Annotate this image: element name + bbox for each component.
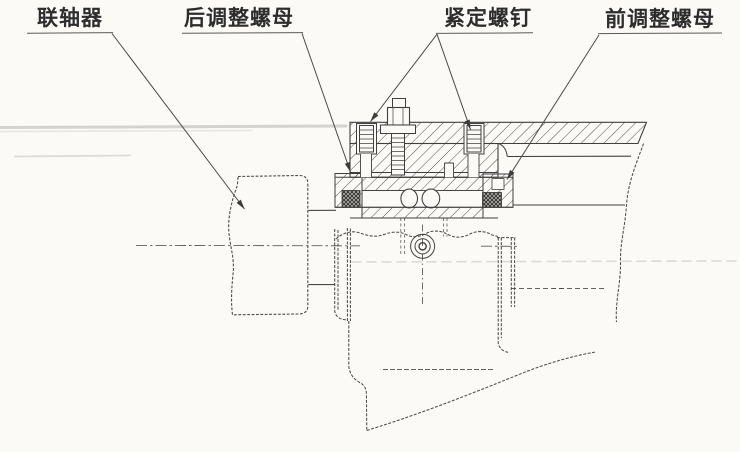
front-felt-seal [482,192,502,208]
bearing-ball [400,188,419,209]
clamp-bolt [380,98,416,176]
front-nut-slot [491,178,505,190]
rear-felt-seal [341,190,361,208]
leader-arrow-front-nut [506,34,600,180]
bearing-assembly [334,173,514,219]
headstock-casting [334,228,608,432]
spindle-right-section [507,143,644,323]
label-set-screw: 紧定螺钉 [444,7,532,30]
leader-arrow-set-screw-right [436,34,471,130]
leader-arrow-set-screw-left [370,33,438,122]
faint-scan-lines [0,124,740,263]
bearing-outer-race [361,176,484,191]
fasteners [356,98,485,178]
label-rear-adjusting-nut: 后调整螺母 [184,7,294,30]
oil-hole [410,233,436,259]
set-screw-left [356,123,377,178]
label-underlines [26,32,723,35]
relief-slot [444,162,454,178]
leader-arrow-rear-nut [301,33,351,173]
leader-arrow-coupling [111,33,245,210]
bearing-ball [421,188,441,209]
coupling-outline [228,174,337,316]
leader-lines [111,33,600,210]
bearing-spacer [361,206,484,219]
label-coupling: 联轴器 [37,7,103,30]
hidden-passage-lines [400,218,448,256]
label-front-adjusting-nut: 前调整螺母 [605,8,715,31]
set-screw-right [463,123,485,178]
centerlines [135,224,518,304]
